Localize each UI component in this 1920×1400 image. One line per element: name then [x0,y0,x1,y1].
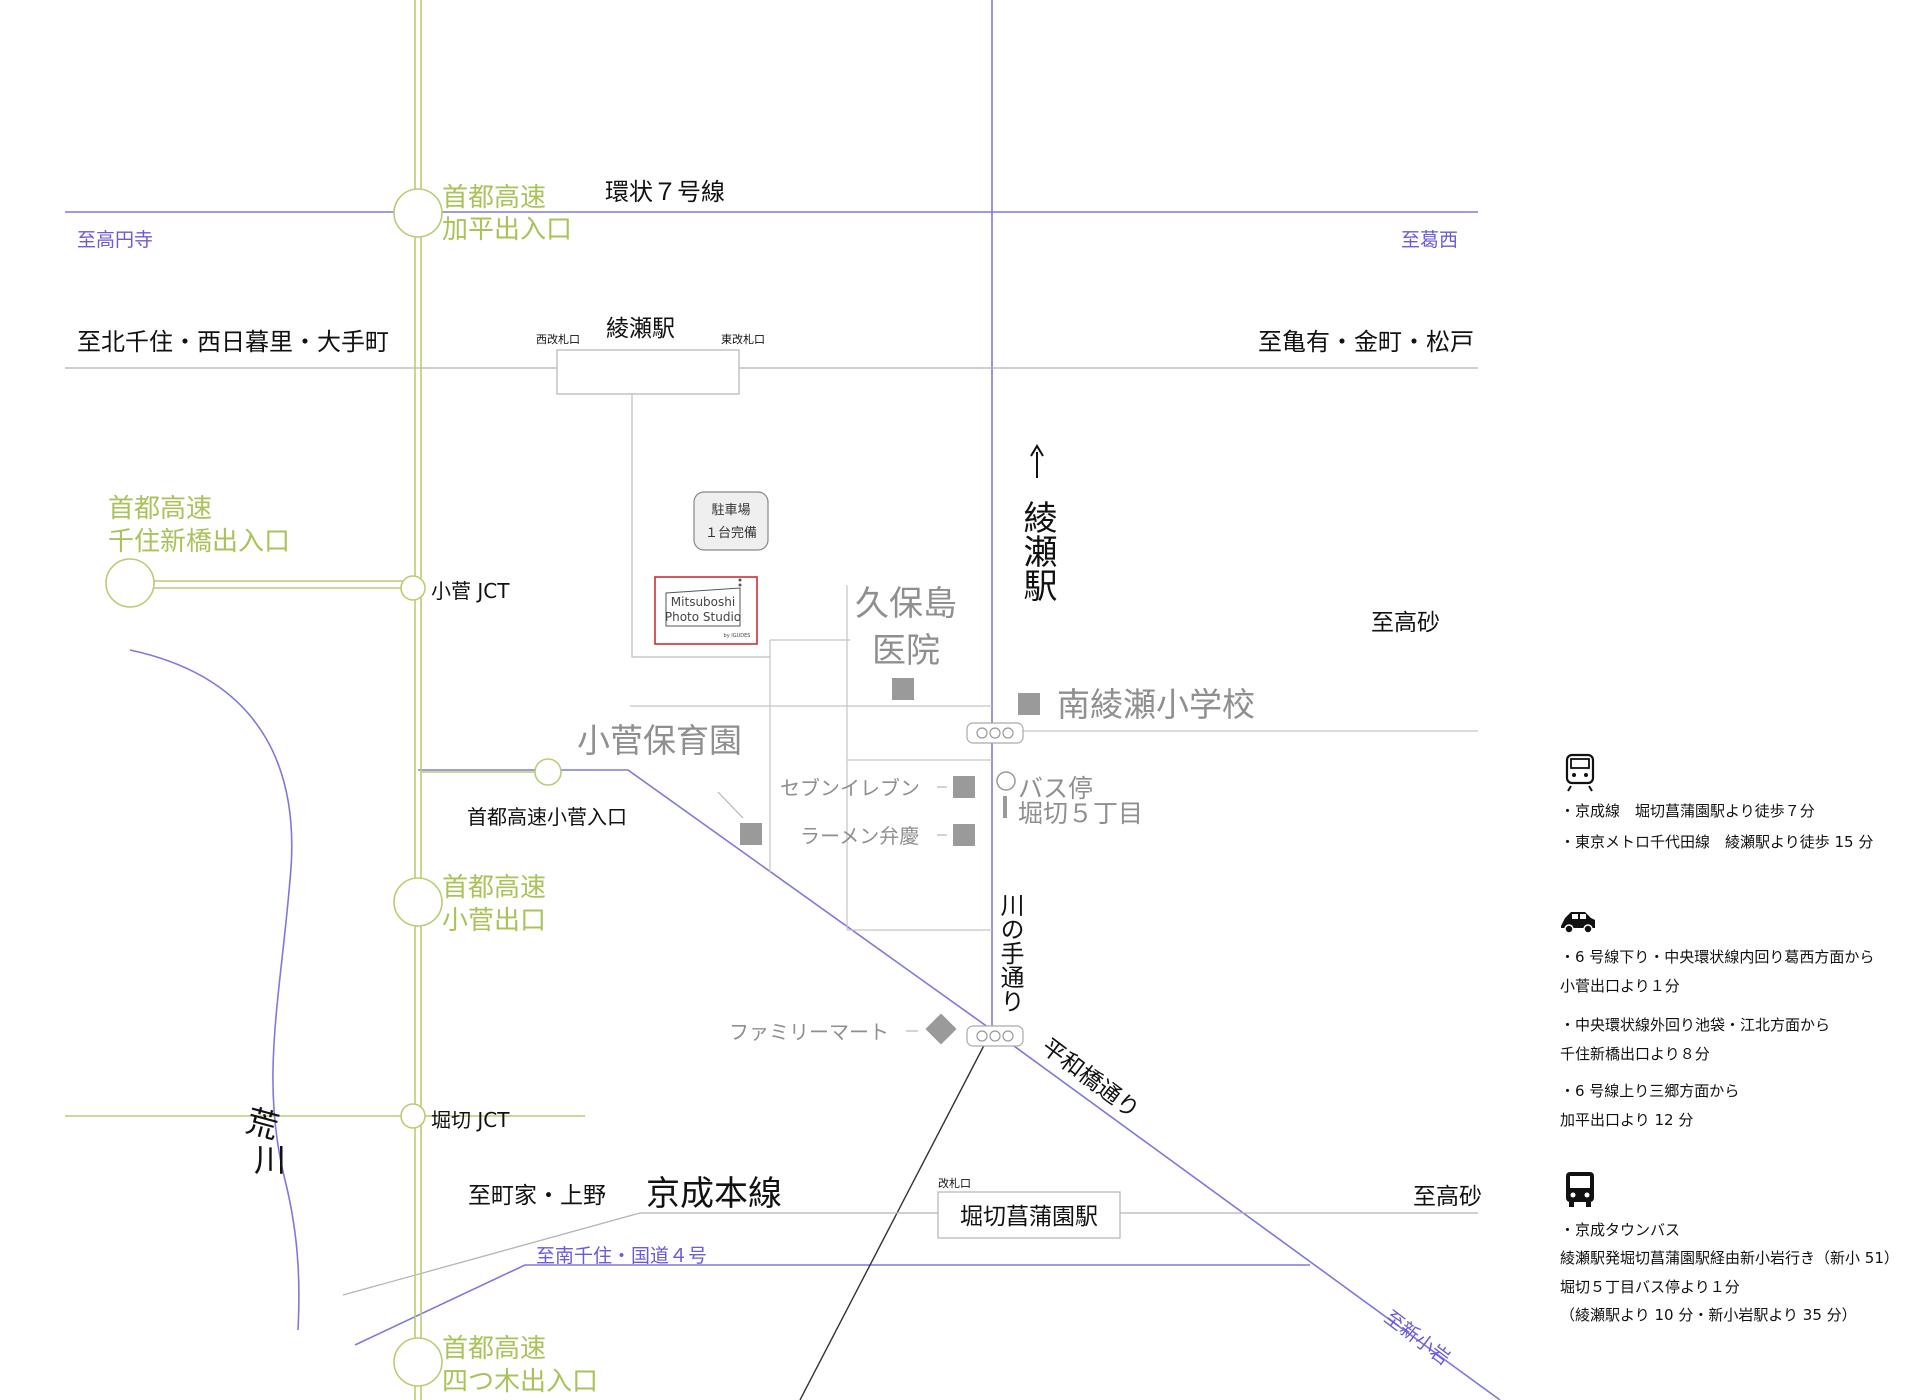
kosuge-jct-icon [400,575,426,601]
horikiri-station-label: 堀切菖蒲園駅 [960,1204,1098,1230]
studio-name: Mitsuboshi [671,595,735,609]
roads [65,0,1501,1400]
bus-stop-label-1: バス停 [1018,774,1093,803]
heiwabashi-road [991,1029,1501,1400]
ayase-arrow-label: 綾瀬駅 [1017,500,1057,602]
car-line-5: ・6 号線上り三郷方面から [1560,1082,1739,1100]
parking-label-2: １台完備 [705,525,757,541]
kubojima-label-2: 医院 [872,631,940,671]
bus-line-3: 堀切５丁目バス停より１分 [1560,1278,1740,1296]
arakawa-river [129,649,300,1331]
kahei-hw-label-1: 首都高速 [442,183,546,213]
black-road [799,1029,993,1400]
horikiri-jct-label: 堀切 JCT [431,1108,510,1132]
bus-icon [1566,1172,1594,1207]
ramen-label: ラーメン弁慶 [800,824,919,848]
to-kasai-label: 至葛西 [1401,229,1458,251]
yotsugi-hw-label-2: 四つ木出入口 [442,1367,598,1397]
kosuge-exit-label-1: 首都高速 [442,873,546,903]
ayase-station-label: 綾瀬駅 [606,316,675,342]
arakawa-label: 荒 川 [242,1102,286,1179]
train-line-2: ・東京メトロ千代田線 綾瀬駅より徒歩 15 分 [1560,833,1873,851]
yotsugi-hw-label-1: 首都高速 [442,1334,546,1364]
hoikuen-marker-icon [740,823,762,845]
yotsugi-interchange-icon [393,1337,443,1387]
family-mart-label: ファミリーマート [729,1020,889,1044]
to-takasago-bottom-label: 至高砂 [1413,1184,1482,1210]
kubojima-marker-icon [892,678,914,700]
kosuge-entrance-road [418,769,993,1031]
car-line-2: 小菅出口より１分 [1560,977,1680,995]
to-minamisenju-label: 至南千住・国道４号 [536,1245,707,1267]
kosuge-entrance-icon [534,758,562,786]
senju-interchange-icon [105,558,155,608]
studio-logo-icon [665,587,741,627]
highway-interchanges [105,188,562,1387]
heiwabashi-label: 平和橋通り [1036,1034,1143,1124]
ramen-marker-icon [953,824,975,846]
car-line-1: ・6 号線下り・中央環状線内回り葛西方面から [1560,948,1874,966]
seven-eleven-marker-icon [953,776,975,798]
to-kameari-label: 至亀有・金町・松戸 [1258,328,1474,356]
to-takasago-top-label: 至高砂 [1371,610,1440,636]
to-shinkoiwa-label: 至新小岩 [1380,1306,1454,1369]
street-studio [631,394,770,658]
car-line-3: ・中央環状線外回り池袋・江北方面から [1560,1016,1830,1034]
bus-stop-icon [996,771,1016,791]
svg-text:川: 川 [254,1141,286,1179]
east-gate-label: 東改札口 [721,332,765,346]
horikiri-jct-icon [400,1103,426,1129]
to-machiya-label: 至町家・上野 [468,1183,606,1209]
train-icon [1565,753,1595,792]
traffic-signal-1 [966,722,1024,744]
kawanote-label: 川の手通り [996,893,1024,1013]
ayase-station-box [556,349,740,395]
minami-ayase-label: 南綾瀬小学校 [1057,685,1255,724]
to-kitasenju-label: 至北千住・西日暮里・大手町 [77,328,389,356]
kahei-interchange-icon [393,188,443,238]
traffic-signal-2 [966,1025,1024,1047]
kosuge-exit-label-2: 小菅出口 [442,906,546,936]
senju-hw-label-2: 千住新橋出入口 [108,527,290,557]
kanjo7-label: 環状７号線 [605,178,725,206]
train-line-1: ・京成線 堀切菖蒲園駅より徒歩７分 [1560,802,1815,820]
minami-ayase-marker-icon [1018,693,1040,715]
studio-byline: by IGUDES [724,633,751,639]
kahei-hw-label-2: 加平出入口 [442,215,572,245]
parking-label-1: 駐車場 [711,503,750,518]
seven-eleven-label: セブンイレブン [780,776,920,800]
keisei-main-label: 京成本線 [646,1174,782,1214]
horikiri-station-box [937,1191,1121,1239]
parking-badge [693,491,769,551]
bus-line-2: 綾瀬駅発堀切菖蒲園駅経由新小岩行き（新小 51） [1560,1249,1899,1267]
legend: ・京成線 堀切菖蒲園駅より徒歩７分 ・東京メトロ千代田線 綾瀬駅より徒歩 15 … [1560,753,1899,1324]
bus-line-4: （綾瀬駅より 10 分・新小岩駅より 35 分） [1560,1306,1857,1324]
kosuge-exit-icon [393,877,443,927]
ticket-gate-label: 改札口 [938,1176,971,1190]
west-gate-label: 西改札口 [536,332,580,346]
family-mart-marker-icon [925,1013,957,1045]
kosuge-entrance-label: 首都高速小菅入口 [467,805,627,829]
keisei-line [342,1212,1478,1296]
kosuge-jct-label: 小菅 JCT [431,579,510,603]
route4-road [354,1264,1310,1346]
senju-hw-label-1: 首都高速 [108,494,212,524]
car-line-4: 千住新橋出口より８分 [1560,1045,1710,1063]
studio-subtitle: Photo Studio [665,610,741,624]
kubojima-label-1: 久保島 [855,584,957,624]
bus-stop-label-2: 堀切５丁目 [1018,799,1143,828]
car-line-6: 加平出口より 12 分 [1560,1111,1693,1129]
kosuge-hoikuen-label: 小菅保育園 [577,721,742,760]
car-icon [1561,912,1595,934]
to-koenji-label: 至高円寺 [77,229,153,251]
bus-line-1: ・京成タウンバス [1560,1221,1680,1239]
